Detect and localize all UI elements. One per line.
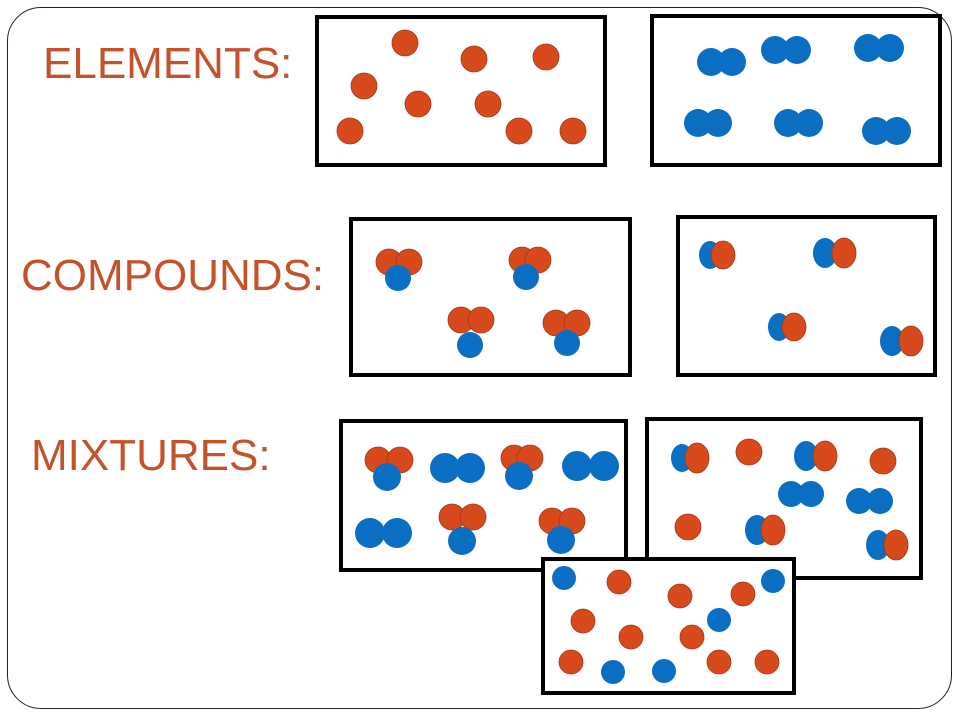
elements-label: ELEMENTS:: [43, 39, 293, 88]
compounds-label: COMPOUNDS:: [21, 251, 325, 300]
compounds-diatomic-box: [676, 215, 937, 377]
mixture-compounds-and-elements-box: [339, 419, 628, 572]
mixture-mixed-types-box: [645, 417, 923, 580]
slide-frame: [7, 7, 952, 709]
elements-monatomic-red-box: [315, 15, 607, 167]
mixtures-label: MIXTURES:: [31, 431, 271, 480]
mixture-single-atoms-box: [541, 557, 796, 695]
elements-diatomic-blue-box: [650, 14, 942, 167]
compounds-triatomic-box: [349, 217, 632, 377]
